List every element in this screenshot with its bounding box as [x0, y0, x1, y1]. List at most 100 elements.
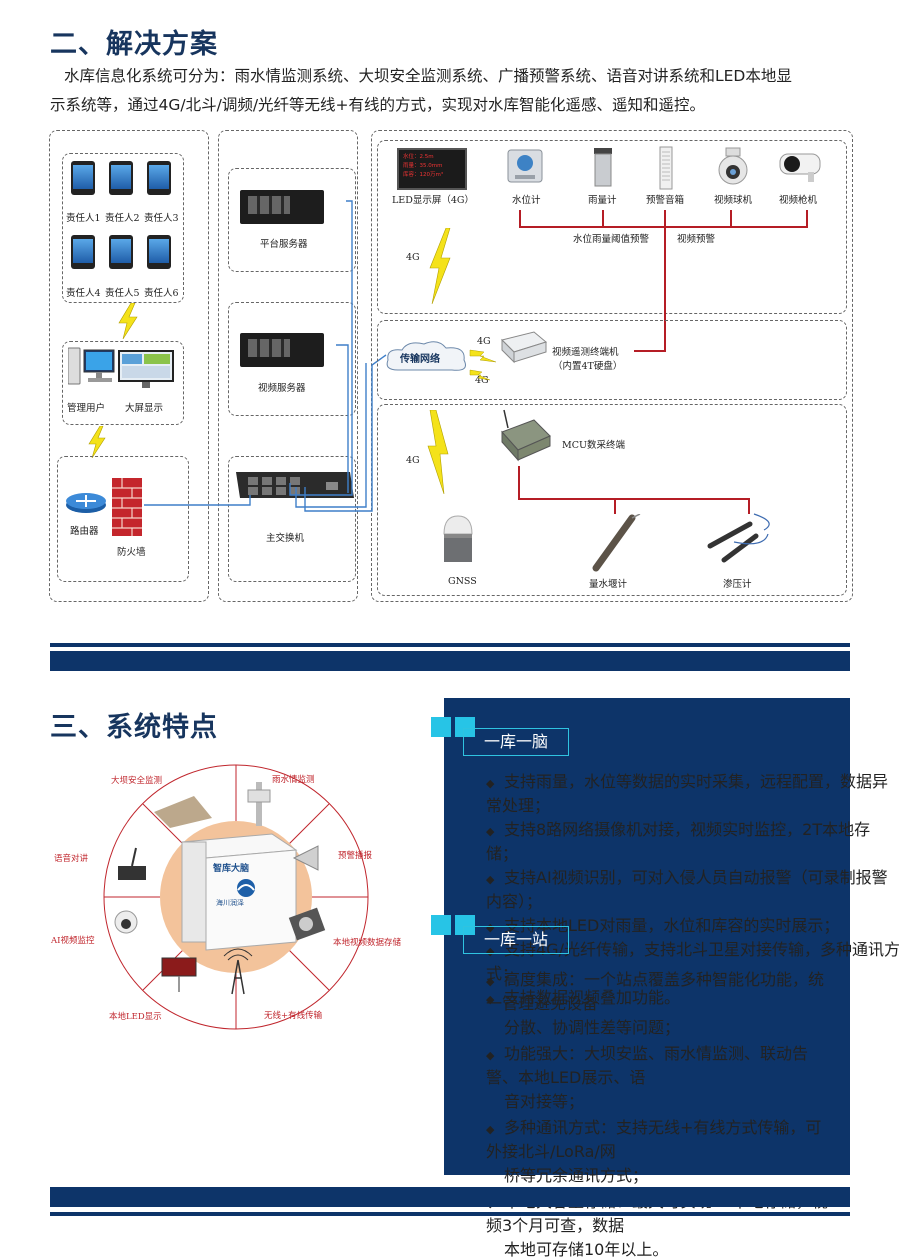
- phone-icon: [147, 161, 171, 195]
- feature-panel: [444, 698, 850, 1175]
- accent-square: [455, 915, 475, 935]
- diamond-bullet-icon: ◆: [486, 993, 495, 1006]
- router-label: 路由器: [70, 526, 99, 537]
- accent-square: [455, 717, 475, 737]
- rain-gauge-label: 雨量计: [588, 195, 617, 206]
- red-link: [602, 210, 604, 228]
- admin-box: [62, 341, 184, 425]
- list-item: ◆支持本地LED对雨量，水位和库容的实时展示；: [486, 912, 900, 936]
- list-item: ◆高度集成：一个站点覆盖多种智能化功能，统一管理避免设备: [486, 966, 836, 1014]
- red-link: [518, 498, 750, 500]
- list-item-text: 支持8路网络摄像机对接，视频实时监控，2T本地存储；: [486, 820, 871, 863]
- list-item-text: 高度集成：一个站点覆盖多种智能化功能，统一管理避免设备: [486, 970, 825, 1013]
- network-edge-box: [57, 456, 189, 582]
- intro-line-2: 示系统等，通过4G/北斗/调频/光纤等无线+有线的方式，实现对水库智能化遥感、遥…: [50, 96, 706, 114]
- video-server-icon: [240, 333, 324, 367]
- footer-line: [50, 1212, 850, 1216]
- list-item-text: 支持AI视频识别，可对入侵人员自动报警（可录制报警内容）；: [486, 868, 888, 911]
- network-cables: [144, 200, 387, 512]
- platform-server-box: [228, 168, 356, 272]
- video-terminal-sub-label: （内置4T硬盘）: [553, 361, 623, 372]
- red-link: [748, 498, 750, 514]
- video-server-label: 视频服务器: [258, 383, 306, 394]
- accent-square: [431, 717, 451, 737]
- dome-camera-icon: [718, 147, 748, 185]
- list-item: ◆功能强大：大坝安监、雨水情监测、联动告警、本地LED展示、语: [486, 1040, 836, 1088]
- 4g-label-led: 4G: [406, 252, 420, 263]
- wheel-center-label: 智库大脑: [213, 864, 250, 874]
- list-item: ◆支持8路网络摄像机对接，视频实时监控，2T本地存储；: [486, 816, 900, 864]
- diamond-bullet-icon: ◆: [486, 1123, 495, 1136]
- responsible-label-4: 责任人4: [66, 288, 101, 299]
- phone-icon: [147, 235, 171, 269]
- rain-gauge-icon: [594, 148, 612, 187]
- weir-meter-label: 量水堰计: [589, 579, 628, 590]
- list-item-continuation: 分散、协调性差等问题；: [504, 1018, 681, 1037]
- 4g-label-terminal: 4G: [477, 336, 491, 347]
- cloud-network-icon: [386, 341, 466, 371]
- mcu-label: MCU数采终端: [562, 440, 626, 451]
- list-item-text: 支持雨量，水位等数据的实时采集，远程配置，数据异常处理；: [486, 772, 889, 815]
- wheel-label-led-display: 本地LED显示: [109, 1012, 162, 1022]
- wireless-bolt-icon: [88, 426, 106, 458]
- wheel-label-ai-video: AI视频监控: [51, 936, 95, 946]
- large-display-icon: [118, 350, 174, 388]
- red-link: [634, 350, 666, 352]
- phone-icon: [109, 235, 133, 269]
- diamond-bullet-icon: ◆: [486, 777, 495, 790]
- intro-line-1: 水库信息化系统可分为：雨水情监测系统、大坝安全监测系统、广播预警系统、语音对讲系…: [64, 67, 792, 85]
- diamond-bullet-icon: ◆: [486, 975, 495, 988]
- admin-user-label: 管理用户: [67, 403, 106, 414]
- video-bullet-label: 视频枪机: [779, 195, 818, 206]
- red-link: [518, 466, 520, 500]
- list-item-continuation: 桥等冗余通讯方式；: [504, 1166, 649, 1185]
- 4g-label-gnss: 4G: [406, 455, 420, 466]
- responsible-label-3: 责任人3: [144, 213, 179, 224]
- mcu-terminal-icon: [501, 409, 551, 462]
- red-link: [806, 210, 808, 228]
- footer-band: [50, 1187, 850, 1207]
- section-title-solution: 二、解决方案: [50, 29, 218, 60]
- diamond-bullet-icon: ◆: [486, 945, 495, 958]
- feature-wheel: [103, 764, 369, 1030]
- piezometer-icon: [707, 513, 770, 563]
- switch-box: [228, 456, 356, 582]
- list-item: ◆支持数据视频叠加功能。: [486, 984, 900, 1008]
- phone-icon: [71, 235, 95, 269]
- wheel-label-voice-intercom: 语音对讲: [54, 854, 89, 864]
- badge-one-station: 一库一站: [463, 926, 569, 954]
- alarm-speaker-label: 预警音箱: [646, 195, 685, 206]
- list-item: ◆支持AI视频识别，可对入侵人员自动报警（可录制报警内容）；: [486, 864, 900, 912]
- led-screen-icon: 水位：2.5m 雨量：35.0mm 库容：120万m³: [397, 148, 467, 190]
- wheel-label-local-storage: 本地视频数据存储: [333, 938, 402, 948]
- dam-monitoring-box: [377, 404, 847, 596]
- led-row-1: 水位：2.5m: [403, 154, 434, 160]
- firewall-icon: [112, 478, 142, 536]
- video-server-box: [228, 302, 356, 416]
- led-screen-label: LED显示屏（4G）: [392, 195, 474, 206]
- video-dome-label: 视频球机: [714, 195, 753, 206]
- video-terminal-icon: [501, 331, 548, 364]
- list-item: ◆支持4G/光纤传输，支持北斗卫星对接传输，多种通讯方式；: [486, 936, 900, 984]
- wheel-label-dam-safety: 大坝安全监测: [111, 776, 163, 786]
- list-item-continuation: 音对接等；: [504, 1092, 585, 1111]
- red-link: [519, 210, 521, 228]
- red-link: [730, 210, 732, 228]
- responsible-label-6: 责任人6: [144, 288, 179, 299]
- list-item: ◆多种通讯方式：支持无线+有线方式传输，可外接北斗/LoRa/网: [486, 1114, 836, 1162]
- server-zone: [218, 130, 358, 602]
- desktop-computer-icon: [68, 347, 115, 385]
- main-switch-icon: [236, 472, 354, 498]
- wireless-bolt-icon: [427, 410, 449, 494]
- wheel-center-brand: 海川润泽: [216, 899, 244, 907]
- wheel-label-transmission: 无线+有线传输: [264, 1011, 323, 1021]
- video-terminal-label: 视频遥测终端机: [552, 347, 619, 358]
- phone-icon: [109, 161, 133, 195]
- firewall-label: 防火墙: [117, 547, 146, 558]
- accent-square: [431, 915, 451, 935]
- red-link: [614, 498, 616, 514]
- diamond-bullet-icon: ◆: [486, 921, 495, 934]
- badge-one-brain: 一库一脑: [463, 728, 569, 756]
- panel2-list: ◆高度集成：一个站点覆盖多种智能化功能，统一管理避免设备 分散、协调性差等问题；…: [486, 966, 836, 1260]
- router-icon: [66, 493, 106, 513]
